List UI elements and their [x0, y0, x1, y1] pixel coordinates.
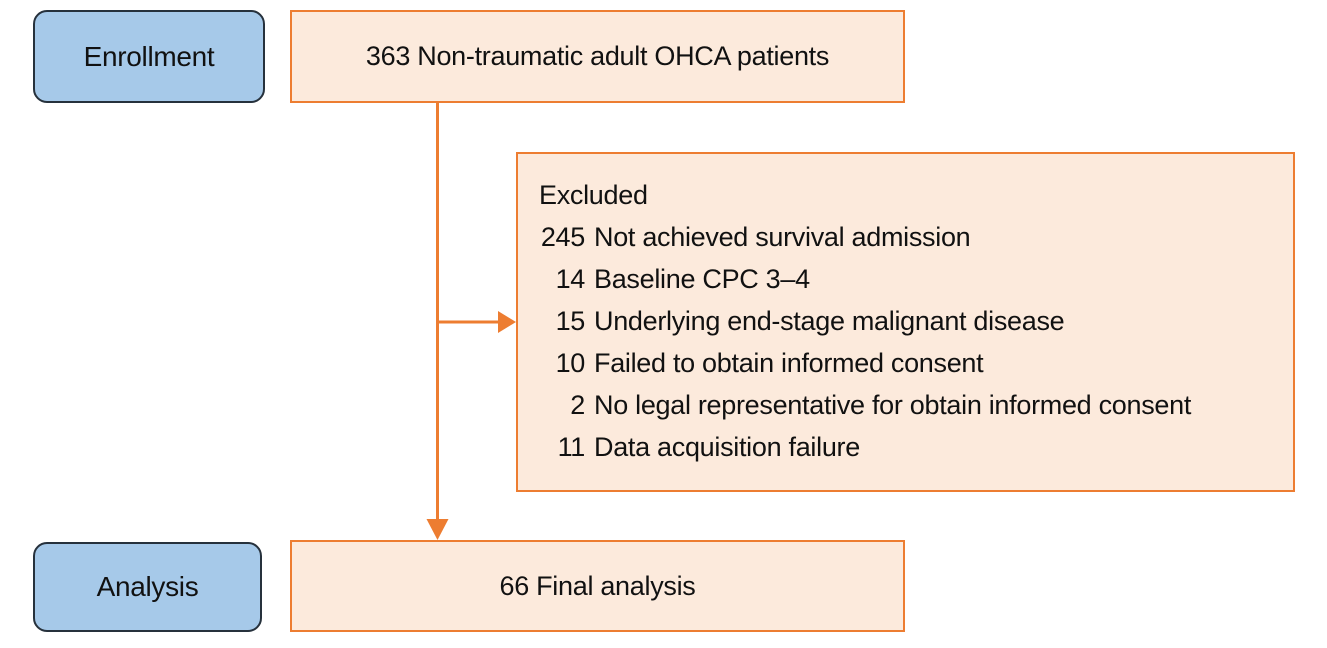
exclusion-label: Failed to obtain informed consent — [594, 348, 984, 378]
exclusion-count: 245 — [540, 222, 585, 252]
exclusion-label: Not achieved survival admission — [594, 222, 971, 252]
stage-label-enrollment: Enrollment — [83, 40, 215, 72]
exclusion-count: 2 — [570, 390, 585, 420]
exclusion-label: No legal representative for obtain infor… — [594, 390, 1192, 420]
arrowhead-down-icon — [426, 519, 449, 540]
exclusion-item: 10 Failed to obtain informed consent — [539, 342, 1275, 384]
exclusion-count: 11 — [557, 432, 586, 462]
node-final-analysis: 66 Final analysis — [290, 540, 905, 632]
excluded-title: Excluded — [539, 174, 1275, 216]
exclusion-label: Underlying end-stage malignant disease — [594, 306, 1065, 336]
stage-box-analysis: Analysis — [33, 542, 262, 632]
exclusion-item: 245 Not achieved survival admission — [539, 216, 1275, 258]
node-patients: 363 Non-traumatic adult OHCA patients — [290, 10, 905, 103]
exclusion-item: 14 Baseline CPC 3–4 — [539, 258, 1275, 300]
exclusion-count: 14 — [555, 264, 586, 294]
node-patients-text: 363 Non-traumatic adult OHCA patients — [365, 41, 830, 71]
exclusion-count: 10 — [555, 348, 586, 378]
exclusion-label: Data acquisition failure — [594, 432, 860, 462]
exclusion-item: 2 No legal representative for obtain inf… — [539, 384, 1275, 426]
exclusion-item: 15 Underlying end-stage malignant diseas… — [539, 300, 1275, 342]
node-excluded: Excluded 245 Not achieved survival admis… — [516, 152, 1295, 492]
exclusion-label: Baseline CPC 3–4 — [594, 264, 810, 294]
stage-label-analysis: Analysis — [96, 571, 199, 602]
arrowhead-right-icon — [498, 311, 516, 333]
exclusion-item: 11 Data acquisition failure — [539, 426, 1275, 468]
exclusion-count: 15 — [555, 306, 586, 336]
node-final-analysis-text: 66 Final analysis — [499, 570, 696, 601]
excluded-title-text: Excluded — [539, 180, 648, 210]
stage-box-enrollment: Enrollment — [33, 10, 265, 103]
